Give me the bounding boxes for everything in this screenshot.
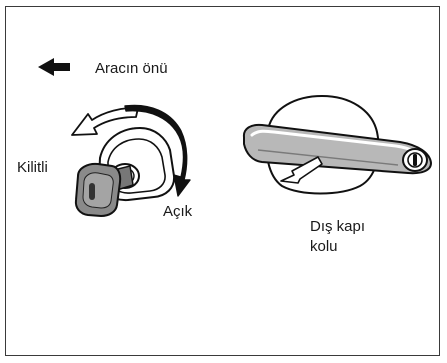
outside-door-handle-label-line1: Dış kapı bbox=[310, 217, 365, 237]
front-of-vehicle-label: Aracın önü bbox=[95, 60, 168, 78]
outside-door-handle-label-line2: kolu bbox=[310, 237, 365, 257]
outside-door-handle-label: Dış kapı kolu bbox=[310, 217, 365, 257]
handle-key-cylinder bbox=[403, 149, 427, 171]
locked-label: Kilitli bbox=[17, 159, 48, 177]
open-label: Açık bbox=[163, 203, 192, 221]
arrow-left-icon bbox=[38, 58, 70, 76]
